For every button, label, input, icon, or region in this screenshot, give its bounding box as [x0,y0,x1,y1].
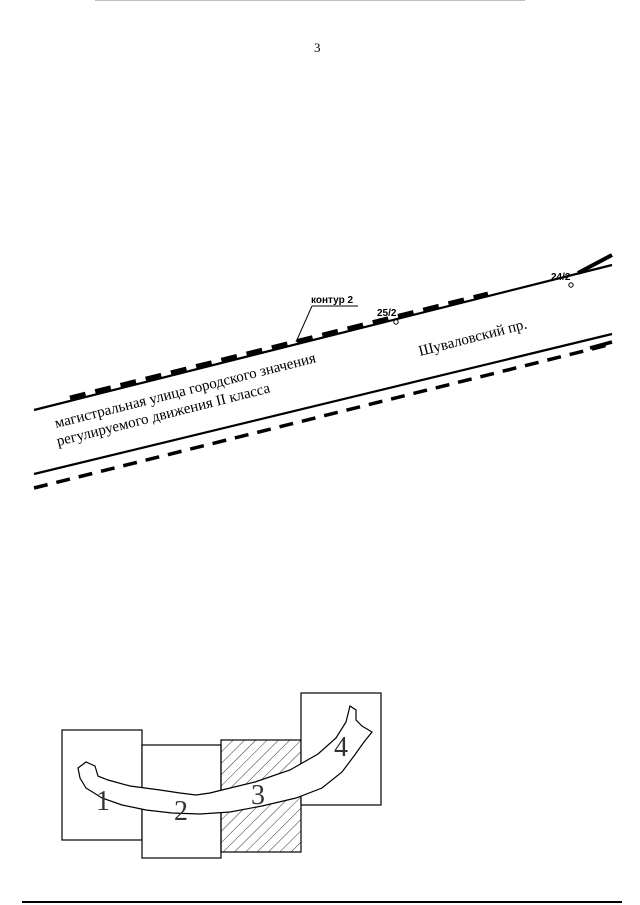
street-class-line1: магистральная улица городского значения [53,350,318,431]
sheet-2-label: 2 [174,796,188,827]
bottom-rule [22,901,622,903]
point-24-2-label: 24/2 [551,272,571,283]
red-line-lower-dashed-end [589,340,613,350]
road-edge-upper-end [577,253,613,275]
contour-label: контур 2 [311,295,353,306]
contour-label-leader [295,305,313,343]
road-edge-lower [33,332,613,476]
red-line-lower-dashed [33,342,613,490]
top-rule [95,0,525,1]
street-name: Шуваловский пр. [417,317,529,360]
point-25-2-marker [393,319,399,325]
territory-outline [77,705,373,815]
contour-2-boundary [69,291,489,401]
page-number: 3 [314,40,321,55]
sheet-4-label: 4 [334,732,348,763]
sheet-1-label: 1 [96,786,110,817]
sheet-3-label: 3 [251,780,265,811]
point-25-2-label: 25/2 [377,308,397,319]
index-scheme: 1 2 3 4 [61,692,382,859]
point-24-2-marker [568,282,574,288]
